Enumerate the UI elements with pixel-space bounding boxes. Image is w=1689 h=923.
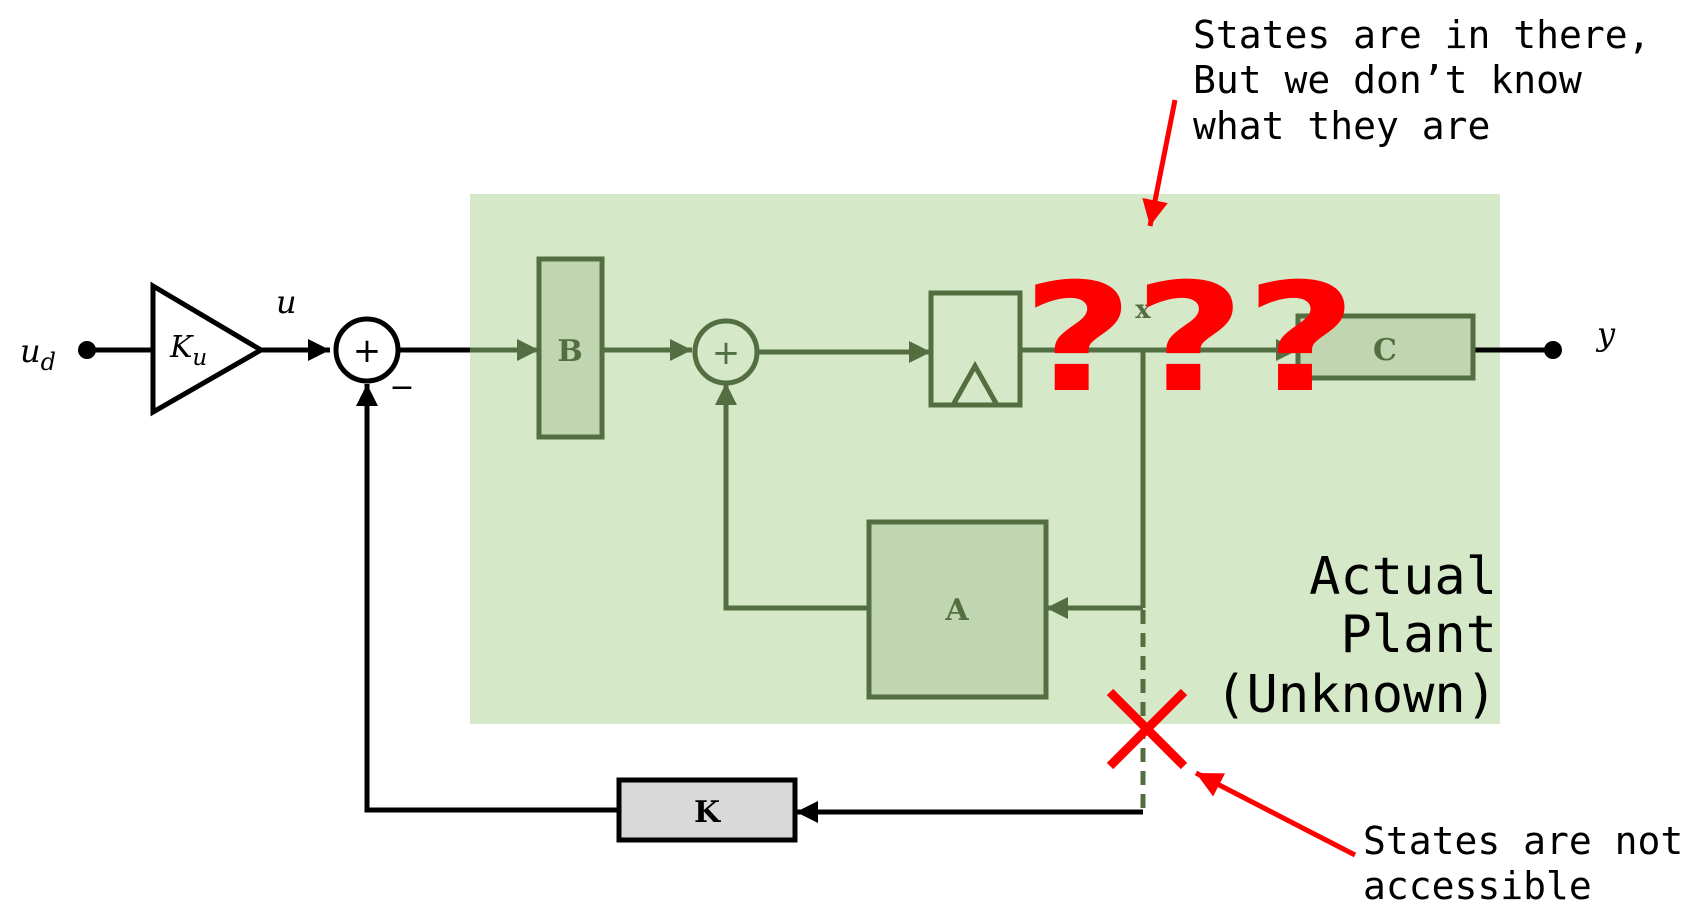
label-b: B [557,334,582,369]
label-ud: ud [20,332,56,376]
a-block [866,519,1049,700]
plant-label-line2: Plant [1340,605,1497,665]
top-annotation: States are in there, But we don’t know w… [1193,13,1673,148]
label-ku: Ku [169,330,207,371]
output-node-dot [1544,341,1562,359]
bottom-annotation-arrow [1194,770,1357,858]
wire-k-to-sum [356,384,619,813]
label-c: C [1373,333,1397,368]
plant-label-line3: (Unknown) [1215,665,1497,725]
inner-plus-sign: + [712,333,741,373]
blocked-x-icon [1106,688,1188,770]
label-k: K [694,795,721,830]
label-y: y [1595,315,1616,353]
bottom-annotation: States are not accessible [1363,819,1689,908]
question-marks: ??? [1022,252,1357,426]
k-block [616,777,798,843]
plant-label-line1: Actual [1309,547,1497,607]
c-block [1295,313,1476,381]
top-annotation-arrow [1142,99,1178,227]
delay-triangle-icon [948,360,1002,408]
label-u: u [276,283,297,321]
minus-sign: − [389,370,414,405]
wire-a-to-sum [715,383,869,611]
ku-gain-block [150,281,266,417]
outer-plus-sign: + [353,331,382,371]
delay-block [928,290,1023,408]
label-a: A [944,593,969,628]
label-x: x [1135,295,1151,325]
